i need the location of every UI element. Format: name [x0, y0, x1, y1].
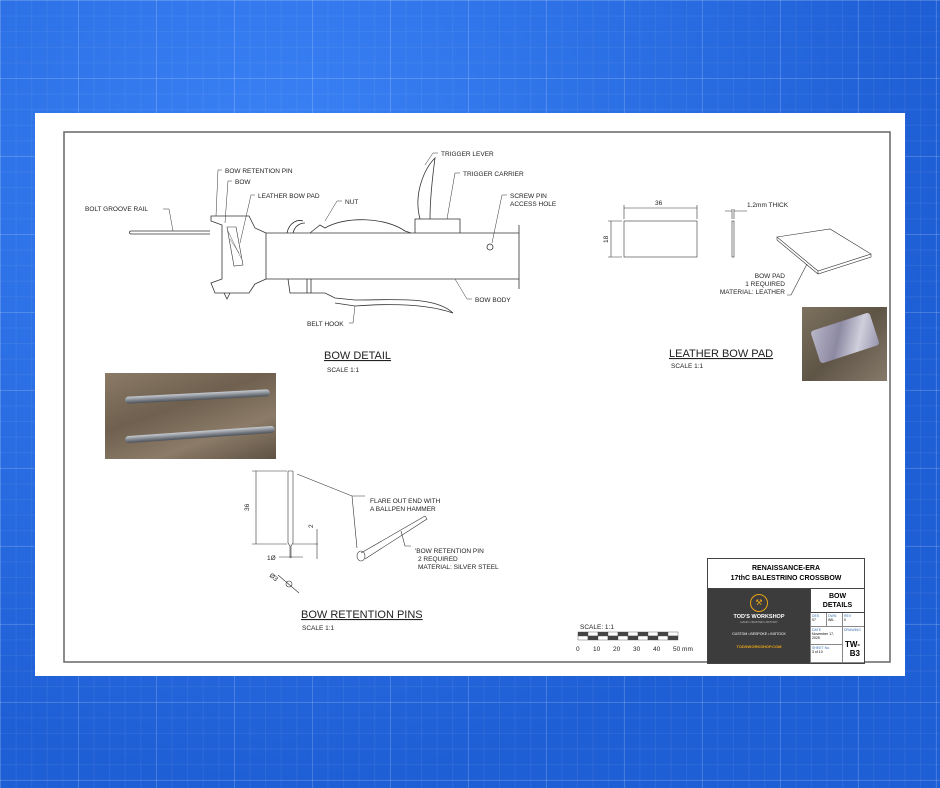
drawing-sheet: BOLT GROOVE RAIL BOW RETENTION PIN BOW L… — [35, 113, 905, 676]
label-leather-bow-pad: LEATHER BOW PAD — [258, 193, 320, 200]
rev-label: REV — [844, 614, 852, 618]
scale-bar-segment — [637, 631, 649, 637]
pins-title: BOW RETENTION PINS — [301, 609, 423, 621]
pins-flare-2: A BALLPEN HAMMER — [370, 506, 436, 513]
dwn-label: DWN — [828, 614, 837, 618]
scale-bar-segment — [647, 631, 659, 637]
border-frame — [63, 131, 891, 663]
brand-services: CUSTOM • BESPOKE • INSTOCK — [732, 632, 786, 636]
scale-bar-segment — [627, 631, 639, 637]
scale-bar-segment — [627, 635, 639, 641]
label-bow-retention-pin: BOW RETENTION PIN — [225, 168, 293, 175]
project-title: RENAISSANCE-ERA 17thC BALESTRINO CROSSBO… — [708, 559, 864, 589]
technical-drawing: BOLT GROOVE RAIL BOW RETENTION PIN BOW L… — [63, 131, 891, 663]
label-trigger-carrier: TRIGGER CARRIER — [463, 171, 524, 178]
bow-detail-scale: SCALE 1:1 — [327, 367, 360, 374]
scale-bar-segment — [607, 635, 619, 641]
label-bolt-groove-rail: BOLT GROOVE RAIL — [85, 206, 148, 213]
pin-image — [124, 425, 276, 444]
brand-website: TODSWORKSHOP.COM — [736, 644, 782, 649]
scale-bar-segment — [597, 631, 609, 637]
scale-bar-segment — [657, 635, 669, 641]
scale-tick: 50 mm — [673, 646, 693, 653]
anvil-logo-icon: ⚒ — [750, 594, 768, 612]
scale-bar-segment — [657, 631, 669, 637]
scale-bar: SCALE: 1:1 0 10 20 30 40 50 mm — [576, 624, 693, 653]
pins-note-3: MATERIAL: SILVER STEEL — [418, 564, 499, 571]
pins-scale: SCALE 1:1 — [302, 625, 335, 632]
scale-tick: 30 — [633, 646, 641, 653]
pad-thickness: 1.2mm THICK — [747, 202, 789, 209]
sheet-label: SHEET No. — [812, 646, 831, 650]
pins-note-2: 2 REQUIRED — [418, 556, 458, 563]
pin-dim-head: Ø3 — [268, 572, 279, 583]
date-value: November 17, 2025 — [812, 632, 834, 640]
scale-bar-segment — [607, 631, 619, 637]
pin-dim-length: 36 — [244, 503, 251, 511]
scale-bar-segment — [587, 635, 599, 641]
date-label: DATE — [812, 628, 822, 632]
leather-pad-title: LEATHER BOW PAD — [669, 348, 773, 360]
pad-note-2: 1 REQUIRED — [745, 281, 785, 288]
leather-pad-drawing — [608, 205, 872, 296]
pins-photo — [105, 373, 276, 459]
pins-flare-1: FLARE OUT END WITH — [370, 498, 441, 505]
drawing-label: DRAWING — [844, 628, 861, 632]
pad-note-3: MATERIAL: LEATHER — [720, 289, 785, 296]
scale-bar-segment — [587, 631, 599, 637]
dwn-value: WIL — [828, 618, 835, 622]
drawing-title-2: DETAILS — [822, 602, 853, 609]
scale-bar-segment — [617, 631, 629, 637]
scale-bar-segment — [647, 635, 659, 641]
bow-detail-title: BOW DETAIL — [324, 350, 391, 362]
drawing-title: BOW DETAILS — [810, 589, 864, 613]
scale-tick: 0 — [576, 646, 580, 653]
sheet-value: 3 of 10 — [812, 650, 823, 654]
pin-dim-flare: 2 — [308, 524, 315, 528]
title-block: RENAISSANCE-ERA 17thC BALESTRINO CROSSBO… — [707, 558, 865, 664]
leather-pad-photo — [802, 307, 887, 381]
label-nut: NUT — [345, 199, 358, 206]
des-value: 07 — [812, 618, 816, 622]
crossbow-drawing — [129, 156, 520, 314]
label-belt-hook: BELT HOOK — [307, 321, 344, 328]
rev-value: 0 — [844, 618, 846, 622]
brand-name: TOD'S WORKSHOP — [733, 614, 785, 620]
pin-dim-dia: 1Ø — [267, 555, 276, 562]
scale-bar-segment — [617, 635, 629, 641]
pad-dim-width: 36 — [655, 200, 663, 207]
label-access-hole: ACCESS HOLE — [510, 201, 557, 208]
label-bow-body: BOW BODY — [475, 297, 511, 304]
label-screw-pin: SCREW PIN — [510, 193, 547, 200]
project-line-2: 17thC BALESTRINO CROSSBOW — [730, 575, 842, 582]
brand-tagline: HAND CRAFTED HISTORY — [740, 620, 778, 624]
scale-bar-label: SCALE: 1:1 — [580, 624, 614, 631]
scale-tick: 20 — [613, 646, 621, 653]
project-line-1: RENAISSANCE-ERA — [751, 565, 821, 572]
scale-bar-segment — [577, 635, 589, 641]
scale-bar-segment — [667, 635, 679, 641]
drawing-number: TW-B3 — [845, 640, 860, 658]
leather-pad-scale: SCALE 1:1 — [671, 363, 704, 370]
scale-bar-segment — [577, 631, 589, 637]
pin-image — [124, 389, 271, 404]
drawing-title-1: BOW — [828, 593, 847, 600]
pad-note-1: BOW PAD — [755, 273, 786, 280]
scale-tick: 40 — [653, 646, 661, 653]
pad-dim-height: 18 — [603, 235, 610, 243]
pins-note-1: 'BOW RETENTION PIN — [415, 548, 484, 555]
leader-lines — [163, 152, 507, 324]
brand-panel: ⚒ TOD'S WORKSHOP HAND CRAFTED HISTORY CU… — [708, 589, 810, 663]
pins-drawing — [252, 470, 428, 594]
label-trigger-lever: TRIGGER LEVER — [441, 151, 494, 158]
scale-tick: 10 — [593, 646, 601, 653]
scale-bar-segment — [667, 631, 679, 637]
label-bow: BOW — [235, 179, 251, 186]
des-label: DES — [812, 614, 820, 618]
scale-bar-segment — [597, 635, 609, 641]
scale-bar-segment — [637, 635, 649, 641]
